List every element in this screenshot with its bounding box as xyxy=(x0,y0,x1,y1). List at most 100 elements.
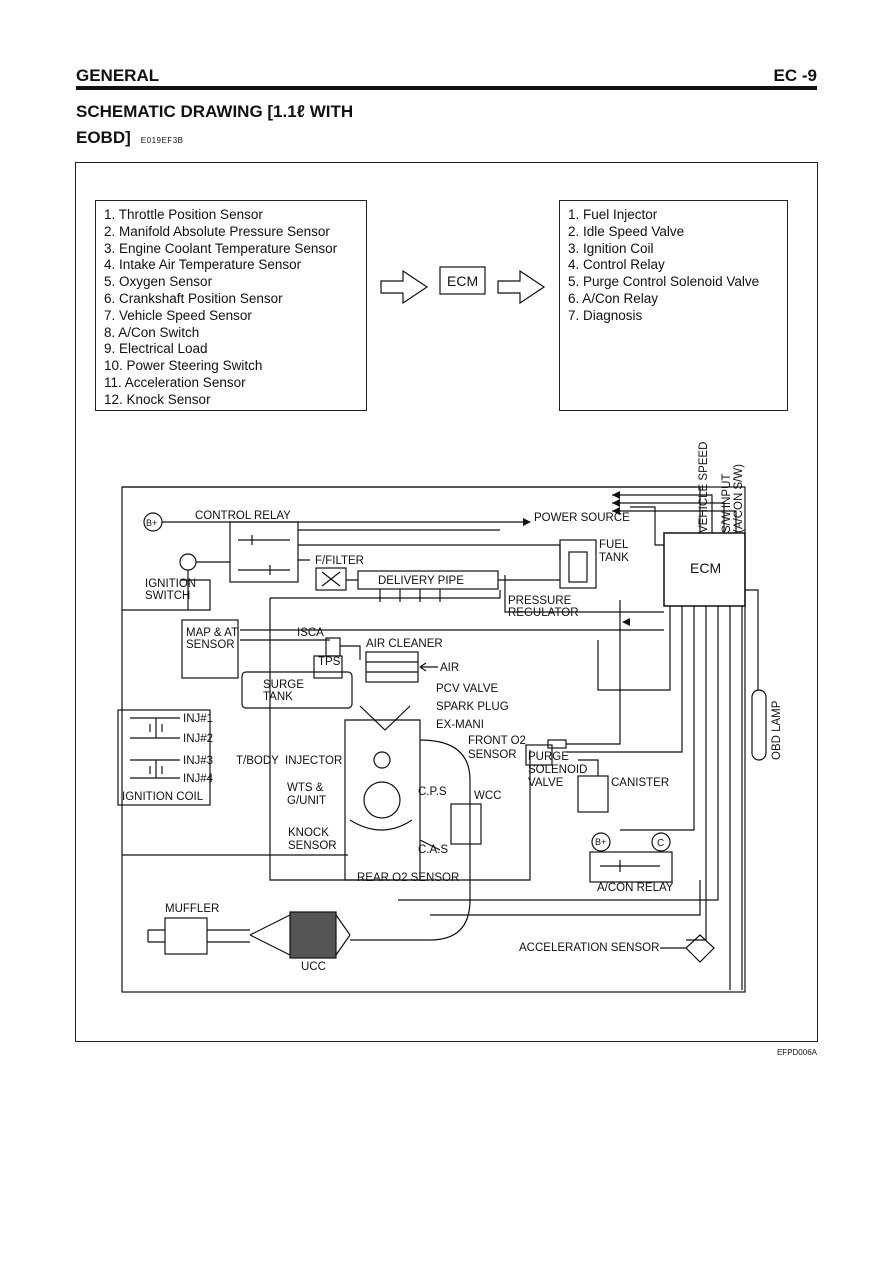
engine-head xyxy=(359,705,411,731)
knock-sensor-label: SENSOR xyxy=(288,840,337,852)
b-plus-terminal xyxy=(143,512,163,532)
f-filter-label: F/FILTER xyxy=(315,555,364,567)
inj4-label: INJ#4 xyxy=(183,773,214,785)
spark-plug-label: SPARK PLUG xyxy=(436,701,509,713)
input-sensors-box: 1. Throttle Position Sensor 2. Manifold … xyxy=(95,200,367,411)
cps-label: C.P.S xyxy=(418,786,447,798)
crankshaft xyxy=(363,781,401,819)
output-item: 4. Control Relay xyxy=(568,257,665,273)
output-item: 5. Purge Control Solenoid Valve xyxy=(568,274,760,290)
signal-line xyxy=(612,502,725,533)
air-cleaner-hatch xyxy=(366,661,418,673)
input-item: 11. Acceleration Sensor xyxy=(104,374,246,390)
acon-b-plus xyxy=(591,832,611,852)
control-relay-box xyxy=(229,521,299,583)
fuel-filter xyxy=(315,567,347,591)
power-source-label: POWER SOURCE xyxy=(534,512,630,524)
coil-symbol xyxy=(149,724,163,774)
fuel-line xyxy=(269,579,560,640)
ucc-catalyst xyxy=(289,911,337,959)
delivery-pipe-label: DELIVERY PIPE xyxy=(378,575,464,587)
inj3-label: INJ#3 xyxy=(183,755,213,767)
inj2-label: INJ#2 xyxy=(183,733,213,745)
title-code: E019EF3B xyxy=(140,136,184,145)
fuel-tank-label: TANK xyxy=(599,552,629,564)
acon-sw-label: (A/CON S/W) xyxy=(733,464,745,533)
canister-label: CANISTER xyxy=(611,777,669,789)
ignition-switch-label: IGNITION xyxy=(145,578,196,590)
power-to-ecm-line xyxy=(630,506,664,546)
front-o2-sensor xyxy=(547,739,567,749)
input-item: 4. Intake Air Temperature Sensor xyxy=(104,257,302,273)
intake-duct xyxy=(340,645,361,660)
wcc-label: WCC xyxy=(474,790,501,802)
obd-lamp xyxy=(751,689,767,761)
engine-block xyxy=(344,719,421,881)
input-item: 2. Manifold Absolute Pressure Sensor xyxy=(104,223,330,239)
header-section: GENERAL xyxy=(76,66,160,85)
acon-relay-contact xyxy=(600,860,660,872)
input-item: 9. Electrical Load xyxy=(104,341,208,357)
rear-o2-label: REAR O2 SENSOR xyxy=(357,872,459,884)
accel-sensor-label: ACCELERATION SENSOR xyxy=(519,942,659,954)
t-body-label: T/BODY xyxy=(236,755,279,767)
ucc-label: UCC xyxy=(301,961,326,973)
header-page-number: EC -9 xyxy=(773,66,817,85)
wts-label: WTS & xyxy=(287,782,324,794)
input-item: 6. Crankshaft Position Sensor xyxy=(104,290,283,306)
knock-sensor-label: KNOCK xyxy=(288,827,329,839)
output-item: 1. Fuel Injector xyxy=(568,207,658,222)
exhaust-pipe xyxy=(350,739,471,941)
input-item: 7. Vehicle Speed Sensor xyxy=(104,307,252,323)
output-actuators-box: 1. Fuel Injector 2. Idle Speed Valve 3. … xyxy=(559,200,788,411)
arrow-power-source xyxy=(523,518,531,526)
o2-wire xyxy=(566,600,621,745)
page-title-line2: EOBD] E019EF3B xyxy=(76,128,183,148)
vehicle-speed-label: VEHICLE SPEED xyxy=(698,442,710,533)
ecm-box xyxy=(663,532,746,607)
tps-label: TPS xyxy=(318,656,341,668)
map-sensor-box xyxy=(181,619,239,679)
air-intake-arrow xyxy=(419,662,438,672)
front-o2-label: SENSOR xyxy=(468,749,517,761)
ucc-cone xyxy=(249,914,351,956)
signal-line xyxy=(612,494,713,533)
output-item: 3. Ignition Coil xyxy=(568,240,654,256)
canister xyxy=(577,775,609,813)
isca-wire xyxy=(240,629,664,641)
wiring-frame xyxy=(121,486,746,993)
injector-stubs xyxy=(379,589,441,602)
fuel-pump xyxy=(568,551,588,583)
ecm-label: ECM xyxy=(690,560,721,576)
arrow-signal xyxy=(612,507,620,515)
acon-c-terminal xyxy=(651,832,671,852)
center-ecm-box xyxy=(439,266,486,295)
air-cleaner-label: AIR CLEANER xyxy=(366,638,443,650)
title-line2-text: EOBD] xyxy=(76,128,131,147)
purge-valve xyxy=(525,744,553,766)
oil-pan xyxy=(349,819,413,831)
signal-line xyxy=(612,510,737,533)
surge-tank xyxy=(241,671,353,709)
input-item: 10. Power Steering Switch xyxy=(104,358,263,374)
tail-pipe xyxy=(147,929,250,943)
purge-valve-label: PURGE xyxy=(528,751,569,763)
acon-b-plus-label: B+ xyxy=(595,837,606,847)
cas-label: C.A.S xyxy=(418,844,448,856)
surge-tank-label: SURGE xyxy=(263,679,304,691)
surge-tank-label: TANK xyxy=(263,691,293,703)
ignition-switch-label: SWITCH xyxy=(145,590,190,602)
page-title-line1: SCHEMATIC DRAWING [1.1ℓ WITH xyxy=(76,102,354,121)
map-sensor-label: SENSOR xyxy=(186,639,235,651)
header-rule xyxy=(76,86,817,90)
muffler xyxy=(164,917,208,955)
c-terminal-label: C xyxy=(657,838,664,849)
injector-label: INJECTOR xyxy=(285,755,342,767)
output-arrow xyxy=(497,269,546,305)
filter-cross xyxy=(321,571,341,587)
relay-contact xyxy=(238,535,290,575)
center-ecm-label: ECM xyxy=(447,273,478,289)
arrow-map xyxy=(622,618,630,626)
sw-input-label: S/W INPUT xyxy=(721,474,733,533)
output-item: 2. Idle Speed Valve xyxy=(568,223,685,239)
